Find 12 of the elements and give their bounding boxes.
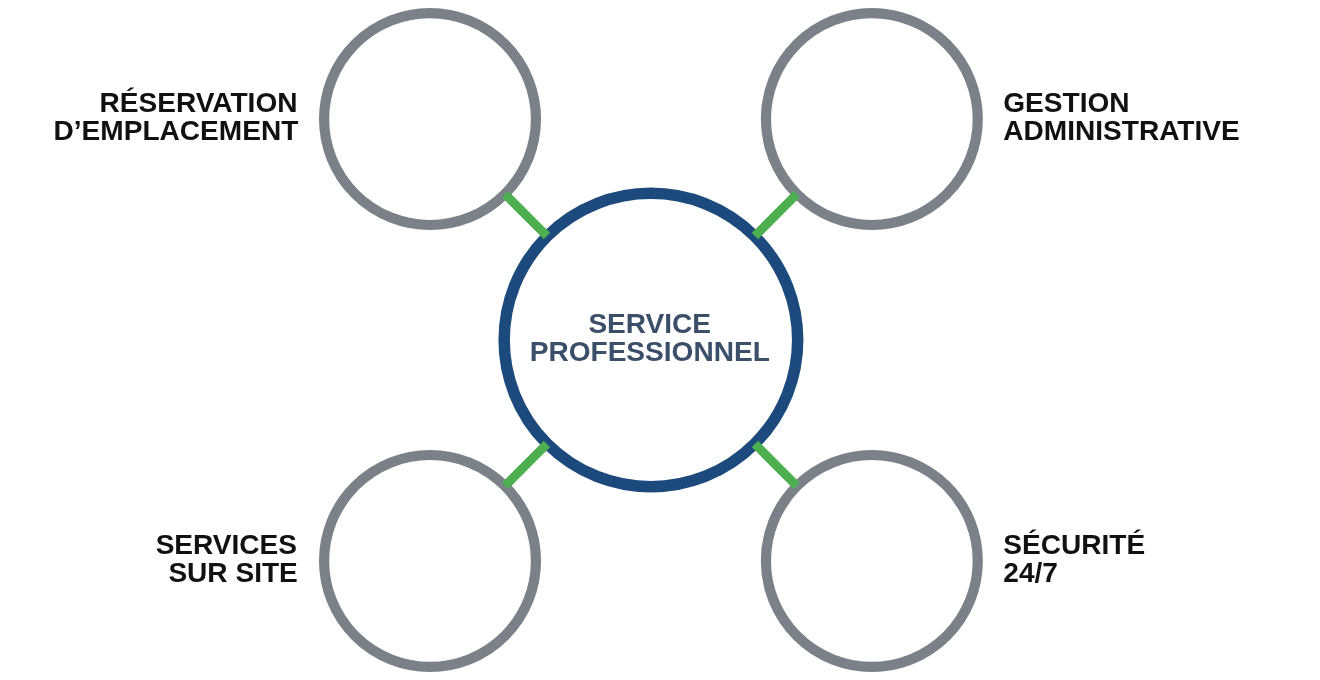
node-label: RÉSERVATION D’EMPLACEMENT <box>53 87 298 147</box>
node-circle <box>318 449 541 672</box>
node-label: SERVICES SUR SITE <box>155 529 298 589</box>
connector <box>501 440 550 489</box>
node-label: SÉCURITÉ 24/7 <box>1002 529 1145 589</box>
connector <box>751 440 800 489</box>
connector <box>751 191 800 240</box>
node-circle <box>760 449 983 672</box>
connector <box>501 191 550 240</box>
node-circle <box>318 8 541 231</box>
node-label: GESTION ADMINISTRATIVE <box>1002 87 1240 147</box>
node-circle <box>760 8 983 231</box>
